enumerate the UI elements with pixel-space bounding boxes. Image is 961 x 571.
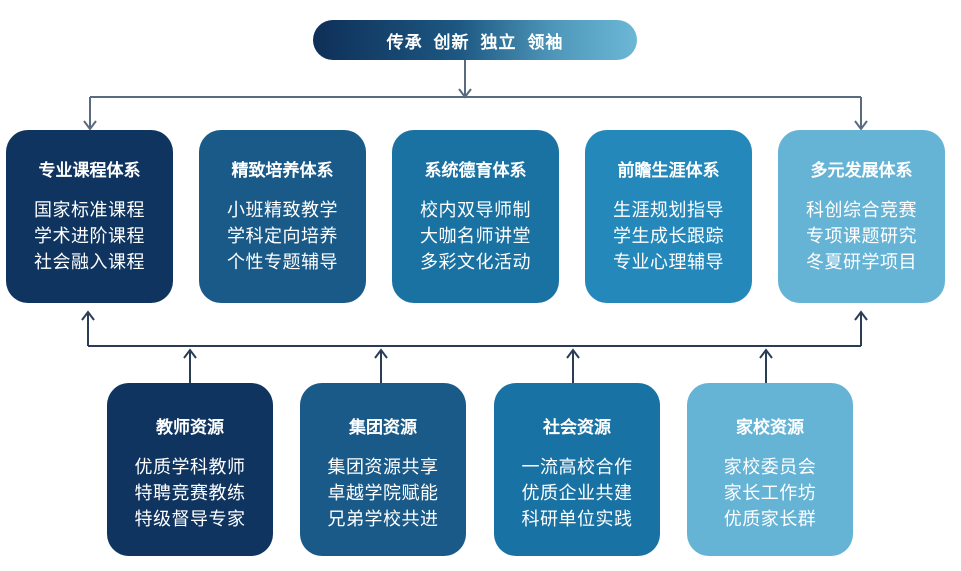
system-box-moral: 系统德育体系 校内双导师制 大咖名师讲堂 多彩文化活动: [392, 130, 559, 303]
system-item: 大咖名师讲堂: [420, 226, 531, 247]
system-item: 小班精致教学: [227, 200, 338, 221]
system-item: 专业心理辅导: [613, 252, 724, 273]
resource-item: 特级督导专家: [134, 509, 246, 530]
resource-item: 家长工作坊: [723, 483, 817, 504]
resource-item: 特聘竞赛教练: [134, 483, 246, 504]
resource-item: 家校委员会: [723, 457, 817, 478]
system-item: 国家标准课程: [34, 200, 145, 221]
arrow-up-icon: [374, 348, 388, 359]
resource-item: 卓越学院赋能: [327, 483, 439, 504]
arrow-up-icon: [759, 348, 773, 359]
motto-banner: 传承 创新 独立 领袖: [313, 20, 637, 60]
bottom-connectors: [81, 310, 868, 383]
system-box-development: 多元发展体系 科创综合竞赛 专项课题研究 冬夏研学项目: [778, 130, 945, 303]
motto-text: 传承 创新 独立 领袖: [386, 32, 564, 53]
system-box-curriculum: 专业课程体系 国家标准课程 学术进阶课程 社会融入课程: [6, 130, 173, 303]
resource-item: 科研单位实践: [521, 509, 633, 530]
system-item: 专项课题研究: [806, 226, 917, 247]
system-item: 科创综合竞赛: [806, 200, 917, 221]
resource-item: 兄弟学校共进: [327, 509, 439, 530]
resource-title: 教师资源: [156, 418, 224, 438]
resource-item: 优质企业共建: [521, 483, 633, 504]
top-connectors: [83, 60, 868, 131]
arrow-up-icon: [566, 348, 580, 359]
system-box-career: 前瞻生涯体系 生涯规划指导 学生成长跟踪 专业心理辅导: [585, 130, 752, 303]
system-title: 多元发展体系: [810, 161, 913, 181]
resource-item: 优质学科教师: [134, 457, 246, 478]
system-item: 学科定向培养: [227, 226, 338, 247]
system-item: 冬夏研学项目: [806, 252, 917, 273]
system-item: 多彩文化活动: [420, 252, 531, 273]
resource-box-home-school: 家校资源 家校委员会 家长工作坊 优质家长群: [687, 383, 853, 556]
system-item: 生涯规划指导: [613, 200, 724, 221]
resource-title: 集团资源: [349, 418, 417, 438]
resource-box-society: 社会资源 一流高校合作 优质企业共建 科研单位实践: [494, 383, 660, 556]
system-item: 社会融入课程: [34, 252, 145, 273]
system-title: 系统德育体系: [424, 161, 527, 181]
arrow-up-icon: [854, 310, 868, 321]
system-item: 学生成长跟踪: [613, 226, 724, 247]
arrow-down-icon: [83, 120, 97, 131]
system-title: 专业课程体系: [38, 161, 141, 181]
system-item: 校内双导师制: [420, 200, 531, 221]
resource-box-group: 集团资源 集团资源共享 卓越学院赋能 兄弟学校共进: [300, 383, 466, 556]
system-item: 学术进阶课程: [34, 226, 145, 247]
resource-title: 家校资源: [736, 418, 804, 438]
resource-item: 集团资源共享: [327, 457, 439, 478]
resource-title: 社会资源: [543, 418, 611, 438]
arrow-down-icon: [458, 88, 472, 99]
resource-item: 一流高校合作: [521, 457, 633, 478]
system-item: 个性专题辅导: [227, 252, 338, 273]
resource-box-teacher: 教师资源 优质学科教师 特聘竞赛教练 特级督导专家: [107, 383, 273, 556]
system-box-cultivation: 精致培养体系 小班精致教学 学科定向培养 个性专题辅导: [199, 130, 366, 303]
arrow-up-icon: [183, 348, 197, 359]
system-title: 前瞻生涯体系: [617, 161, 720, 181]
arrow-down-icon: [854, 120, 868, 131]
system-title: 精致培养体系: [231, 161, 334, 181]
arrow-up-icon: [81, 310, 95, 321]
resource-item: 优质家长群: [723, 509, 817, 530]
